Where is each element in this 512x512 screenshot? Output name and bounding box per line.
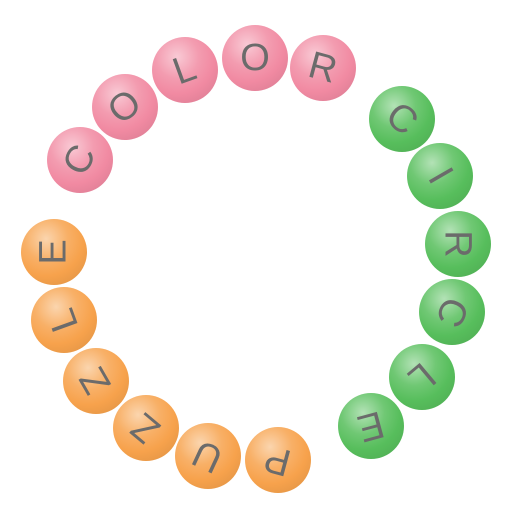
letter-ball-puzzle-14[interactable]: Z	[113, 395, 179, 461]
letter-ball-puzzle-15[interactable]: Z	[63, 348, 129, 414]
ball-letter: O	[240, 37, 270, 79]
ball-letter: C	[427, 290, 477, 334]
letter-ball-puzzle-13[interactable]: U	[175, 423, 241, 489]
ball-letter: C	[377, 94, 427, 144]
letter-ball-color-2[interactable]: O	[92, 74, 158, 140]
ball-letter: P	[260, 436, 296, 484]
letter-ball-color-5[interactable]: R	[290, 35, 356, 101]
letter-ball-circle-11[interactable]: E	[338, 393, 404, 459]
ball-letter: L	[400, 354, 444, 400]
letter-ball-circle-6[interactable]: C	[369, 86, 435, 152]
ball-letter: U	[186, 431, 230, 481]
ball-letter: L	[40, 302, 88, 338]
ball-letter: I	[419, 160, 461, 192]
letter-ball-puzzle-17[interactable]: E	[21, 219, 87, 285]
letter-ball-color-1[interactable]: C	[47, 127, 113, 193]
ball-letter: E	[32, 239, 75, 265]
letter-ball-puzzle-12[interactable]: P	[245, 427, 311, 493]
letter-ball-puzzle-16[interactable]: L	[31, 287, 97, 353]
letter-ball-circle-9[interactable]: C	[419, 279, 485, 345]
ball-letter: Z	[72, 360, 120, 402]
letter-ball-circle-10[interactable]: L	[389, 344, 455, 410]
ball-letter: L	[167, 46, 203, 94]
letter-ball-circle-8[interactable]: R	[425, 211, 491, 277]
ball-letter: Z	[123, 404, 169, 452]
letter-ball-color-3[interactable]: L	[152, 37, 218, 103]
ball-letter: R	[436, 230, 479, 258]
ball-letter: C	[55, 138, 105, 182]
ball-letter: R	[304, 44, 342, 92]
ball-letter: E	[353, 402, 389, 450]
letter-ball-circle-7[interactable]: I	[407, 143, 473, 209]
letter-ball-color-4[interactable]: O	[222, 25, 288, 91]
ball-letter: O	[100, 81, 150, 133]
